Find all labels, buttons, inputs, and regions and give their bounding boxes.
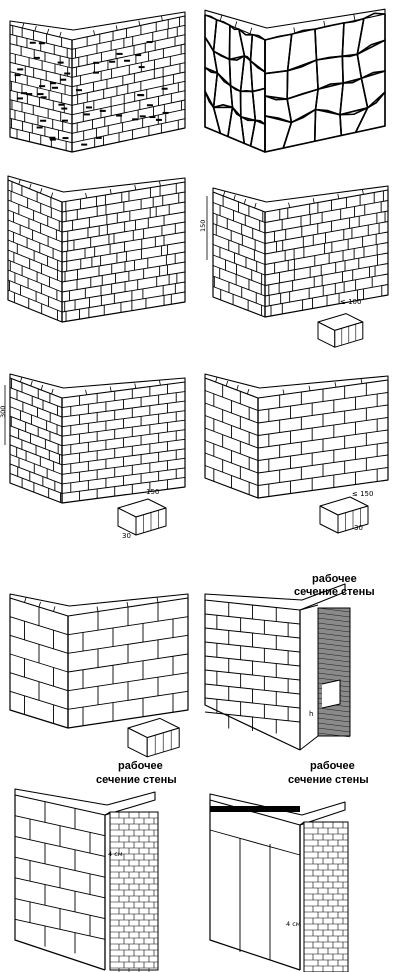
panel-coursed-rubble-corner: [7, 175, 186, 323]
section-caption-line-2: сечение стены: [294, 586, 375, 598]
detail-dimension-label: 150: [146, 488, 159, 496]
detail-dimension-label: ≤ 150: [352, 490, 373, 498]
height-dimension-label: 150: [199, 220, 207, 232]
section-caption-line-1: рабочее: [312, 573, 357, 585]
panel-block-brick-section: 4 см рабочее сечение стены: [14, 760, 177, 972]
section-caption-line-1: рабочее: [118, 760, 163, 772]
section-thickness-label: 4 см: [108, 850, 123, 858]
panel-large-block-corner: [9, 593, 189, 758]
panel-block-corner-dimensioned: ≤ 150 30: [204, 373, 389, 534]
height-dimension-label: 300: [0, 406, 7, 418]
section-caption-line-2: сечение стены: [96, 774, 177, 786]
panel-coursed-rubble-dimensioned: 150 ≤ 100: [199, 185, 389, 348]
panel-wall-panel-brick-section: 4 см рабочее сечение стены: [209, 760, 369, 972]
section-caption-line-1: рабочее: [310, 760, 355, 772]
section-height-label: h: [309, 710, 313, 718]
section-caption-line-2: сечение стены: [288, 774, 369, 786]
detail-dimension-label-2: 30: [122, 532, 131, 540]
section-thickness-label: 4 см: [286, 920, 301, 928]
detail-dimension-label: ≤ 100: [340, 298, 361, 306]
detail-dimension-label-2: 30: [354, 524, 363, 532]
panel-polygonal-corner: [204, 8, 386, 153]
panel-small-block-corner: 300 150 30: [0, 373, 186, 540]
panel-rubble-corner: [9, 11, 186, 153]
